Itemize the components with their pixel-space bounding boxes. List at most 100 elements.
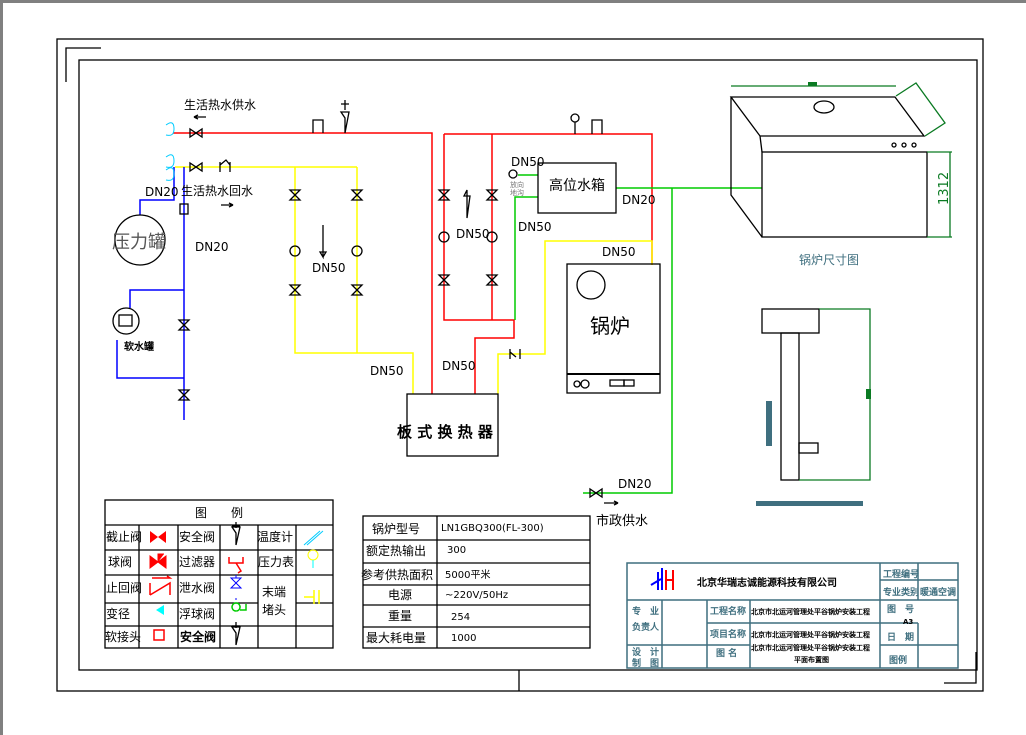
boiler-unit (566, 263, 661, 394)
safety-valve-icon (339, 100, 350, 134)
dn-label: DN50 (602, 245, 636, 259)
legend-label: 安全阀 (180, 629, 216, 644)
dhw-return-label: 生活热水回水 (181, 184, 253, 198)
legend-title: 图 例 (195, 506, 243, 520)
legend-label: 截止阀 (106, 530, 142, 544)
boiler-label: 锅炉 (590, 314, 630, 338)
tb-label: 工程编号 (883, 568, 919, 580)
pressure-tank-label: 压力罐 (112, 232, 166, 253)
legend-label: 压力表 (258, 555, 294, 569)
tb-value: 北京市北运河管理处平谷锅炉安装工程 (751, 607, 870, 616)
company-name: 北京华瑞志诚能源科技有限公司 (697, 576, 837, 589)
globe-valve-icon (150, 531, 166, 543)
spec-value: 300 (447, 545, 466, 556)
spec-value: 254 (451, 612, 470, 623)
boiler-spec-table: 锅炉型号 额定热输出 参考供热面积 电源 重量 最大耗电量 LN1GBQ300(… (361, 515, 591, 649)
soft-water-tank-label: 软水罐 (124, 340, 154, 353)
tb-label: 负责人 (632, 621, 660, 633)
soft-water-tank (112, 307, 140, 335)
pump-icon (438, 231, 450, 243)
legend-label: 泄水阀 (179, 581, 215, 595)
valve-icon (437, 189, 499, 286)
end-cap-icon (304, 590, 320, 604)
legend-label: 过滤器 (179, 555, 215, 569)
spec-label: 电源 (388, 588, 412, 602)
strainer-icon (228, 557, 244, 574)
dn-label: DN20 (145, 185, 179, 199)
drain-note: 地沟 (510, 188, 524, 197)
spec-value: 5000平米 (445, 568, 490, 581)
boiler-circuit: DN50 放向 地沟 DN50 DN50 DN50 DN50 DN20 DN20… (397, 113, 762, 529)
tb-value: A3 (903, 618, 913, 626)
spec-label: 锅炉型号 (372, 521, 420, 536)
tb-label: 专业类别 (883, 586, 919, 598)
dn-label: DN20 (195, 240, 229, 254)
check-valve-icon (149, 575, 173, 596)
boiler-dim-title: 锅炉尺寸图 (799, 252, 859, 267)
dhw-circuit: 生活热水供水 生活热水回水 DN20 DN20 压力罐 软水罐 DN50 DN5… (112, 98, 433, 420)
legend-label: 软接头 (105, 629, 141, 644)
spec-label: 额定热输出 (366, 543, 426, 558)
safety-valve-icon (230, 522, 241, 546)
legend-label: 浮球阀 (179, 607, 215, 621)
city-water-label: 市政供水 (596, 513, 648, 529)
legend-label: 安全阀 (179, 529, 215, 544)
reducer-icon (156, 605, 164, 615)
spec-label: 最大耗电量 (366, 631, 426, 645)
flex-hose-icon (165, 122, 175, 181)
check-valve-icon (219, 159, 231, 172)
dhw-supply-label: 生活热水供水 (184, 98, 256, 112)
tb-label: 项目名称 (710, 628, 746, 640)
height-dimension: 1312 (937, 172, 952, 205)
gate-valve-icon (189, 127, 203, 139)
tb-label: 设 计 (632, 646, 659, 658)
flex-joint-icon (153, 629, 165, 641)
dn-label: DN50 (312, 261, 346, 275)
legend-label: 堵头 (262, 603, 286, 617)
spec-value: LN1GBQ300(FL-300) (441, 523, 544, 534)
legend-label: 止回阀 (106, 581, 142, 595)
dn-label: DN20 (618, 477, 652, 491)
spec-label: 参考供热面积 (361, 567, 433, 582)
legend-table: 图 例 截止阀 球阀 止回阀 变径 软接头 安全阀 过滤器 泄水阀 浮球阀 安全… (104, 499, 334, 649)
valve-icon (288, 189, 364, 296)
pump-icon (351, 245, 363, 257)
tb-label: 图 名 (716, 647, 737, 659)
tb-value: 北京市北运河管理处平谷锅炉安装工程 (751, 643, 870, 652)
pump-icon (289, 245, 301, 257)
pressure-gauge-icon (307, 549, 319, 561)
plate-heat-exchanger (406, 393, 499, 457)
drawing-frame (56, 38, 984, 692)
tb-label: 专 业 (632, 605, 659, 617)
legend-label: 变径 (106, 606, 130, 621)
spec-value: 1000 (451, 633, 476, 644)
drain-note: 放向 (510, 180, 524, 189)
valve-icon (177, 319, 191, 401)
filter-icon (179, 203, 189, 215)
pump-icon (486, 231, 498, 243)
dn-label: DN50 (518, 220, 552, 234)
title-block: 北京华瑞志诚能源科技有限公司 工程编号 专业类别 暖通空调 专 业 负责人 工程… (626, 562, 959, 669)
tb-label: 图 号 (887, 604, 914, 615)
legend-label: 球阀 (108, 555, 132, 569)
dn-label: DN20 (622, 193, 656, 207)
dn-label: DN50 (456, 227, 490, 241)
legend-label: 温度计 (257, 529, 293, 544)
spec-label: 重量 (388, 609, 412, 623)
high-tank-label: 高位水箱 (549, 177, 605, 194)
spec-value: ~220V/50Hz (445, 590, 508, 601)
tb-value: 平面布置图 (794, 655, 829, 664)
boiler-dimension-view: 1312 锅炉尺寸图 (729, 82, 952, 506)
vent-icon (312, 119, 324, 133)
dn-label: DN50 (511, 155, 545, 169)
float-valve-icon (231, 602, 247, 612)
drain-valve-icon (229, 575, 243, 600)
dn-label: DN50 (370, 364, 404, 378)
pressure-tank (114, 214, 166, 266)
tb-label: 工程名称 (710, 605, 746, 617)
dn-label: DN50 (442, 359, 476, 373)
tb-label: 制 图 (632, 657, 659, 669)
tb-value: 北京市北运河管理处平谷锅炉安装工程 (751, 630, 870, 639)
